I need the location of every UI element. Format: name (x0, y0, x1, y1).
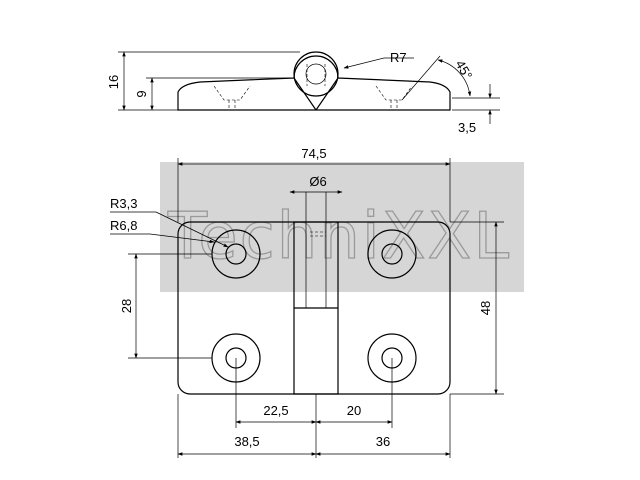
countersink-left-hidden (213, 85, 251, 110)
hole-top-left-bore (225, 243, 247, 265)
dim-28-label: 28 (119, 299, 134, 313)
hole-top-right-bore (381, 243, 403, 265)
front-view: 74,5 Ø6 R3,3 R6,8 28 48 22,5 20 (110, 146, 504, 458)
hole-top-right-counterbore (367, 229, 417, 279)
watermark: TechniXXL (160, 162, 524, 292)
dim-r6-8-leader (149, 233, 215, 244)
dim-45-ext-line (401, 55, 441, 101)
side-view-center-divide-2 (315, 77, 339, 111)
side-view-center-divide (293, 77, 317, 111)
side-view: 16 9 R7 45° 3,5 (106, 50, 500, 135)
dim-r3-3-label: R3,3 (110, 196, 137, 211)
dim-48-label: 48 (478, 301, 493, 315)
dim-r6-8-label: R6,8 (110, 218, 137, 233)
countersink-right-hidden (375, 85, 413, 110)
dim-r7-label: R7 (390, 50, 407, 65)
knuckle-pin-circle (305, 63, 327, 85)
dim-20-label: 20 (347, 403, 361, 418)
dim-9-label: 9 (134, 90, 149, 97)
dim-22-5-label: 22,5 (263, 403, 288, 418)
dim-r7-leader (343, 57, 385, 69)
watermark-background (160, 162, 524, 292)
dim-3-5-label: 3,5 (458, 120, 476, 135)
dim-16-label: 16 (106, 75, 121, 89)
hole-top-right (367, 229, 417, 279)
dim-45-label: 45° (452, 57, 475, 82)
dim-74-5-label: 74,5 (301, 146, 326, 161)
knuckle-outer-circle (293, 51, 339, 97)
dim-38-5-label: 38,5 (234, 434, 259, 449)
dim-45-arc (437, 59, 472, 97)
dim-d6-label: Ø6 (309, 174, 326, 189)
dim-r3-3-leader (155, 211, 229, 248)
dim-36-label: 36 (376, 434, 390, 449)
